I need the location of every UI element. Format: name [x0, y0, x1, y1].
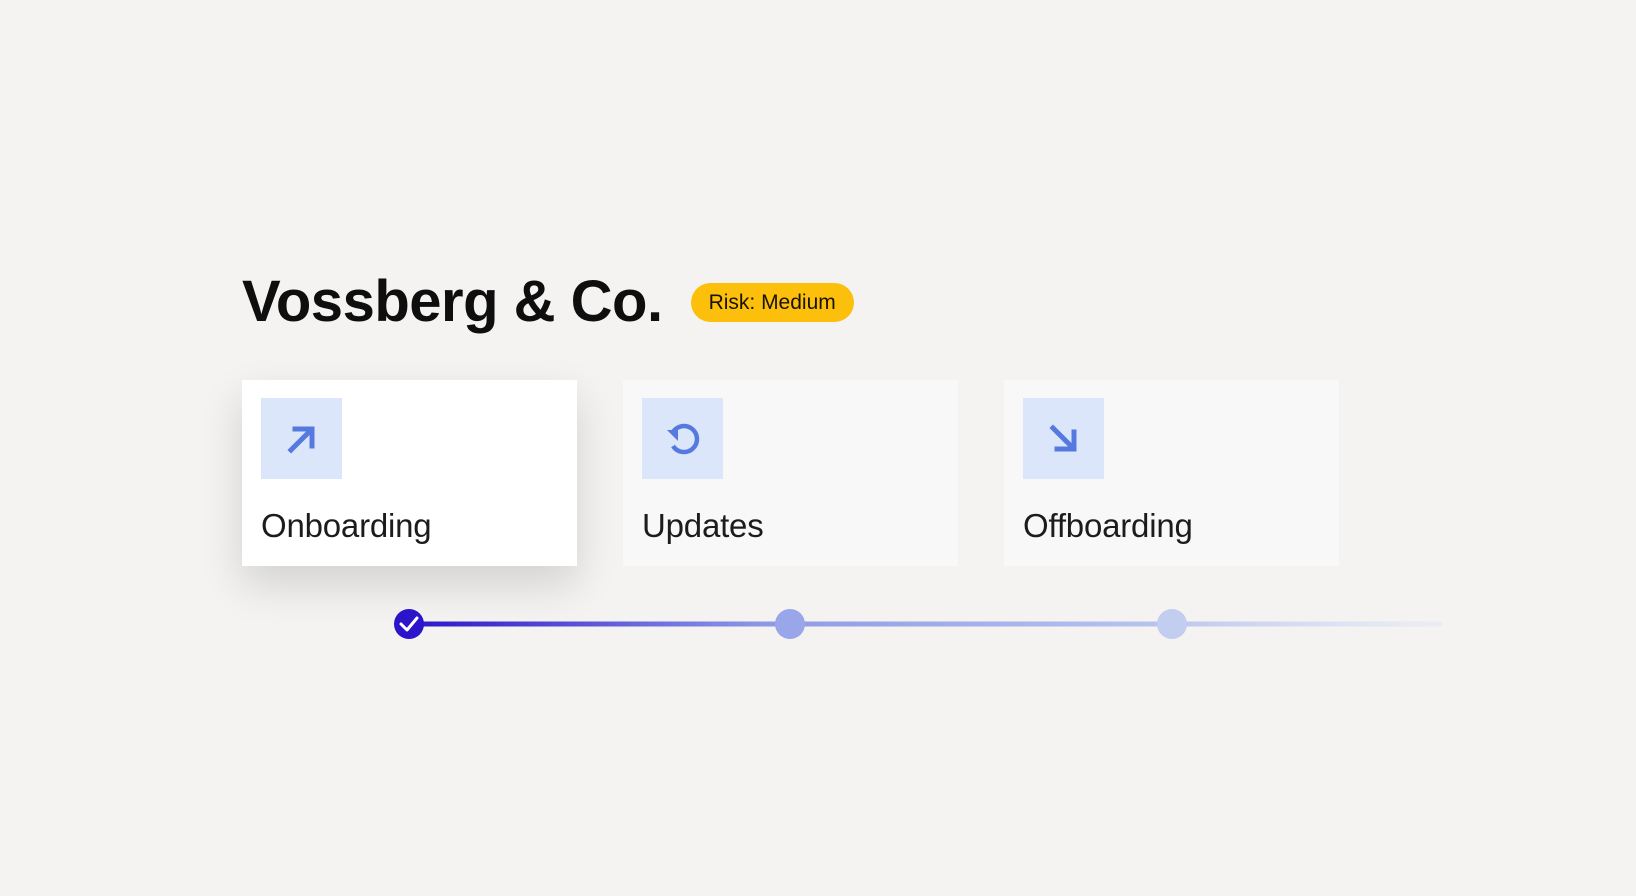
- step-card-onboarding[interactable]: Onboarding: [242, 380, 577, 566]
- risk-badge: Risk: Medium: [690, 282, 854, 322]
- offboarding-icon-tile: [1023, 398, 1104, 479]
- timeline-node-updates[interactable]: [775, 609, 805, 639]
- arrow-down-right-icon: [1048, 423, 1077, 452]
- check-icon: [399, 616, 419, 632]
- company-title: Vossberg & Co.: [242, 269, 663, 334]
- step-card-offboarding[interactable]: Offboarding: [1004, 380, 1339, 566]
- arrow-up-right-icon: [286, 425, 315, 454]
- updates-icon-tile: [642, 398, 723, 479]
- step-label-onboarding: Onboarding: [261, 507, 432, 544]
- header: Vossberg & Co. Risk: Medium: [242, 262, 854, 342]
- onboarding-icon-tile: [261, 398, 342, 479]
- timeline-node-onboarding[interactable]: [394, 609, 424, 639]
- timeline-node-offboarding[interactable]: [1157, 609, 1187, 639]
- refresh-icon: [666, 423, 699, 454]
- step-label-offboarding: Offboarding: [1023, 507, 1193, 544]
- step-card-updates[interactable]: Updates: [623, 380, 958, 566]
- step-label-updates: Updates: [642, 507, 764, 544]
